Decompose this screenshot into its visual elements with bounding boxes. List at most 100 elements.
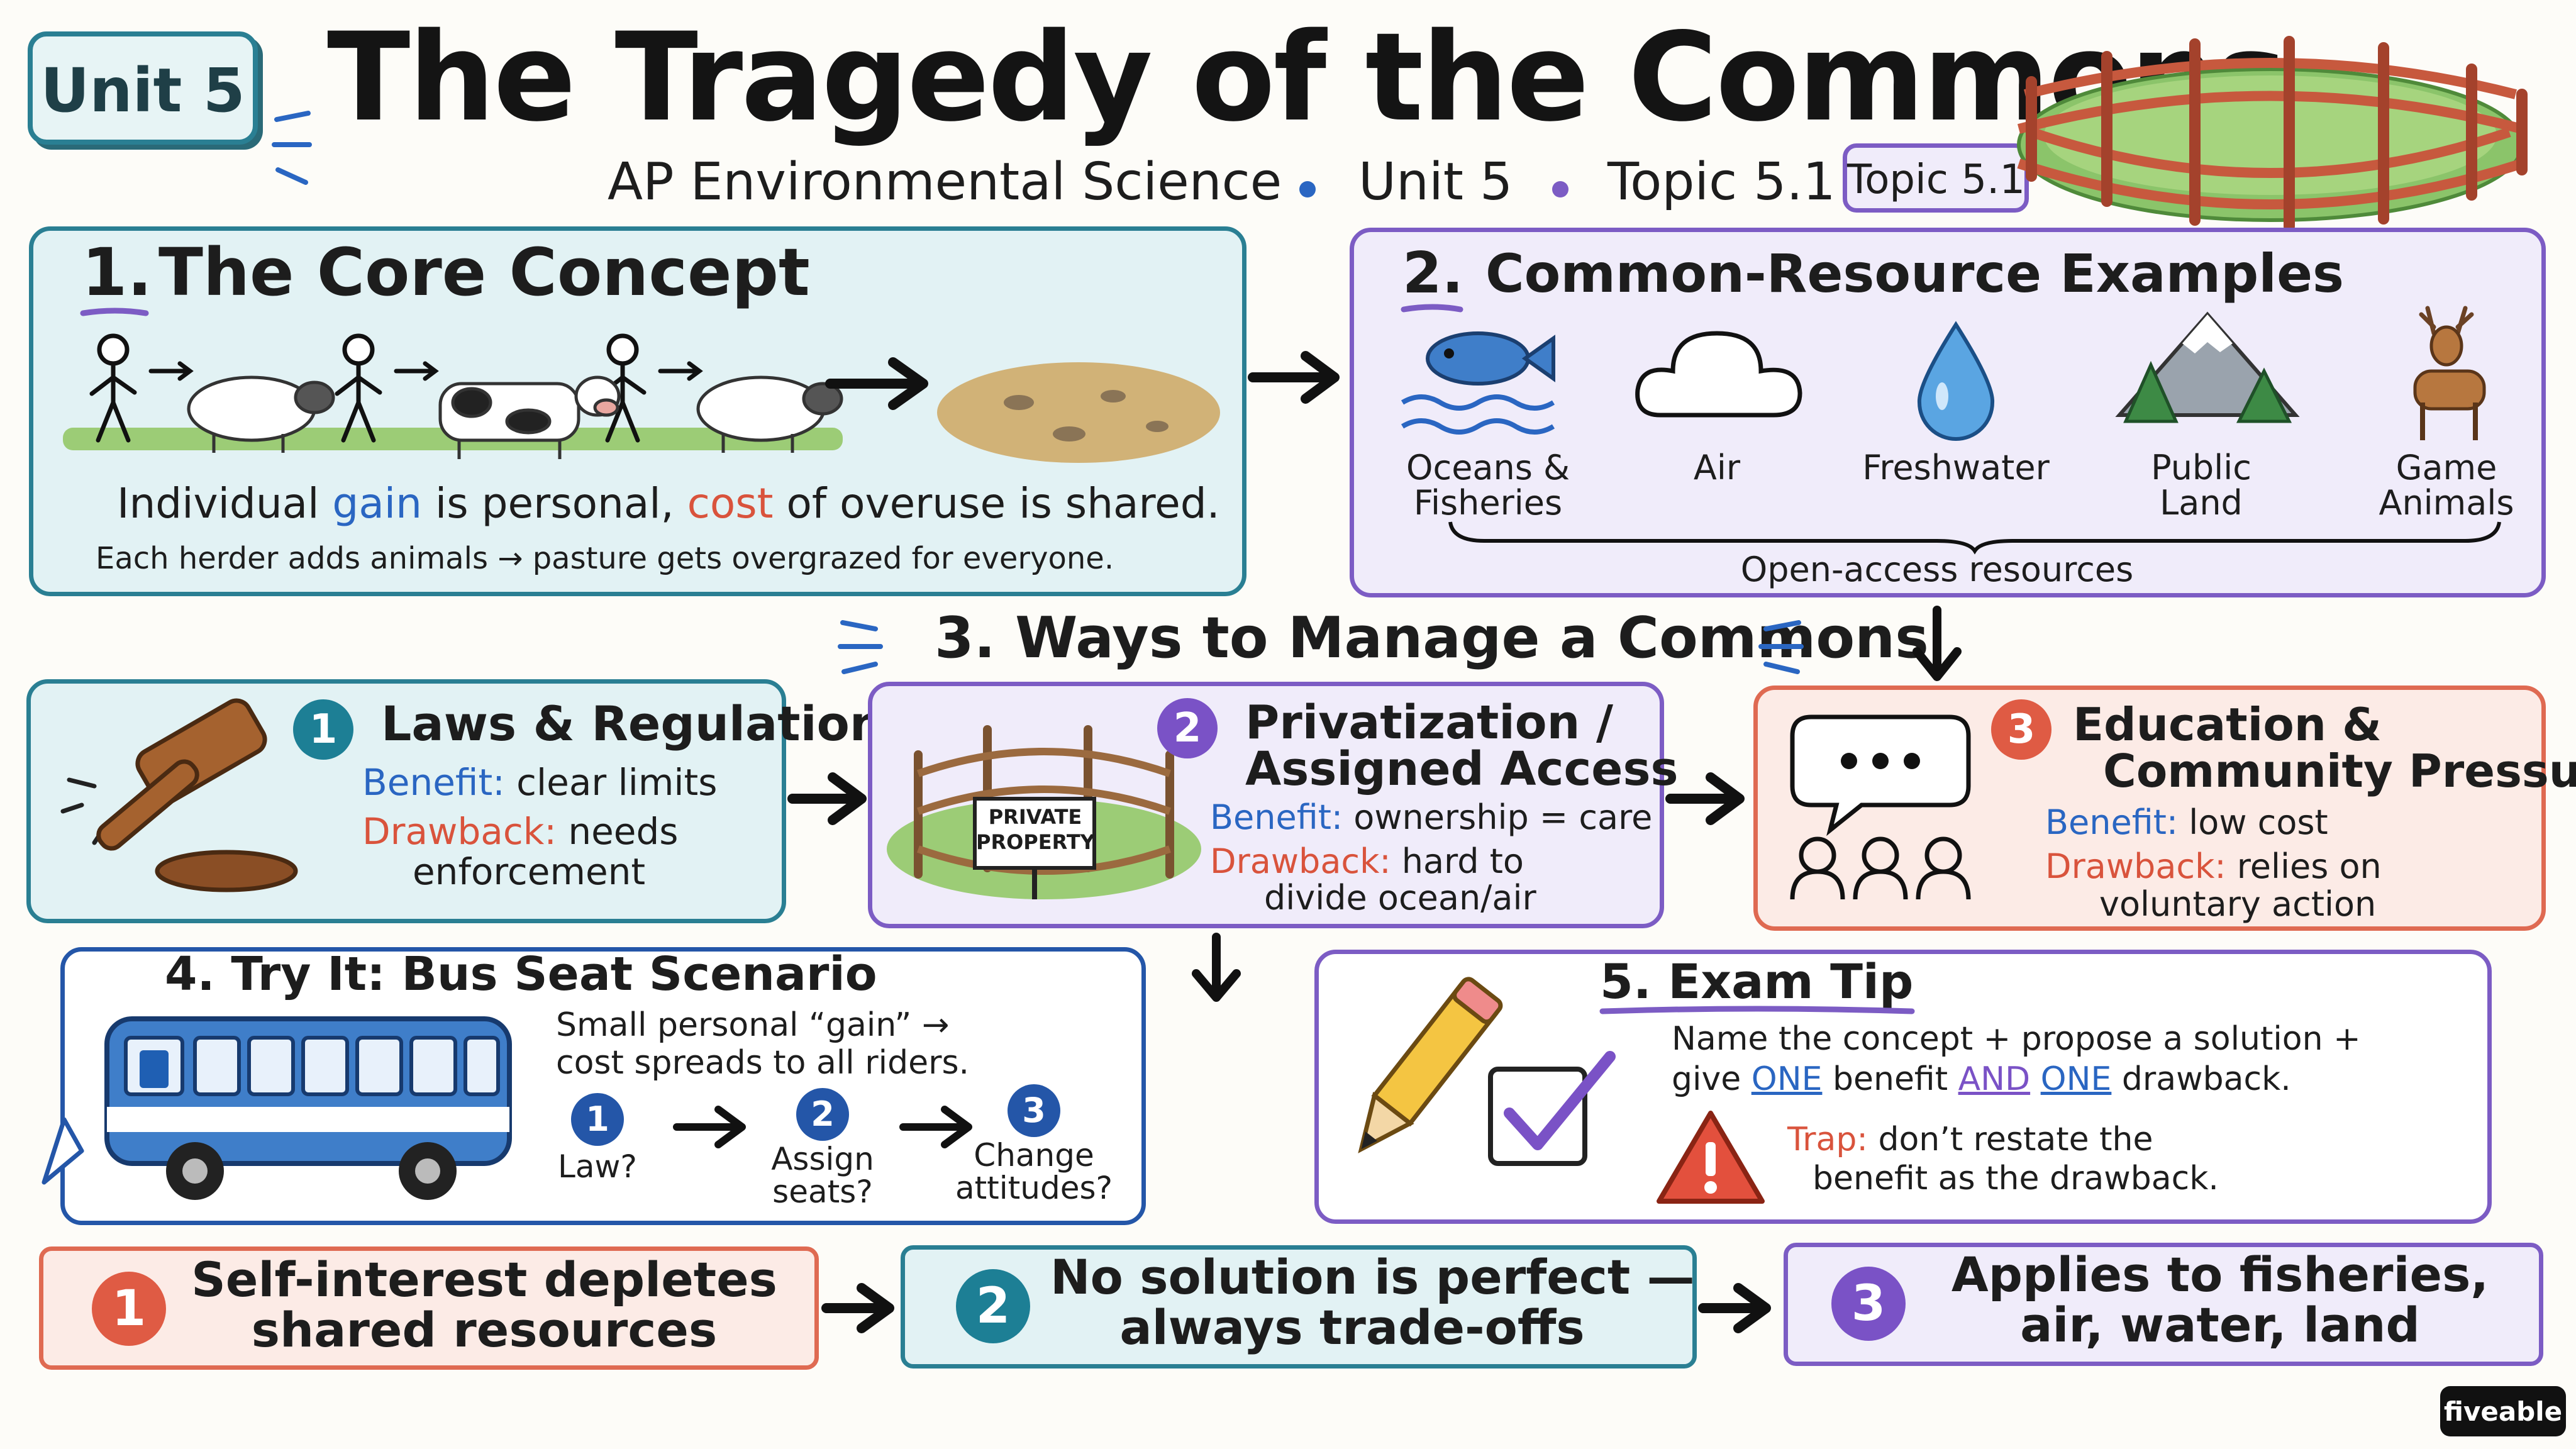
example-label: Freshwater [1862, 448, 2050, 487]
takeaway-text: No solution is perfect — [1050, 1249, 1695, 1305]
card-title: Assigned Access [1245, 742, 1679, 796]
grouping-brace [1448, 521, 2501, 555]
benefit-label: Benefit: [2045, 802, 2179, 842]
trap-text-cont: benefit as the drawback. [1813, 1160, 2219, 1197]
subtitle-unit: Unit 5 [1358, 152, 1513, 212]
to-overgrazed-arrow [825, 357, 928, 410]
flow-arrow-down [1913, 606, 1962, 681]
benefit-text: low cost [2189, 802, 2328, 842]
number-underline [80, 308, 149, 316]
brand-label: fiveable [2443, 1396, 2563, 1427]
cloud-icon [1635, 331, 1802, 418]
exam-tip-title: 5. Exam Tip [1600, 953, 1914, 1009]
drawback-text-cont: enforcement [413, 850, 646, 893]
takeaway-number-badge: 3 [1831, 1267, 1906, 1341]
example-label: Public [2151, 448, 2251, 487]
fenced-pasture-illustration [2017, 36, 2528, 232]
sign-text: PRIVATE [988, 805, 1082, 829]
tip-word: benefit [1832, 1060, 1948, 1098]
examples-number: 2. [1402, 240, 1463, 306]
example-label: Land [2160, 483, 2243, 523]
card-title: Education & [2073, 698, 2382, 751]
card-title: Privatization / [1245, 696, 1614, 750]
drawback-text-cont: voluntary action [2099, 884, 2377, 924]
cow-icon [438, 375, 621, 459]
trap-label: Trap: [1787, 1121, 1868, 1158]
takeaway-card [1784, 1243, 2543, 1366]
bullet-dot [1299, 181, 1316, 197]
number-underline [1401, 304, 1463, 313]
card-title: Laws & Regulations [381, 696, 913, 752]
deer-icon [2413, 306, 2486, 440]
trap-row: Trap: don’t restate the [1787, 1121, 2153, 1158]
try-it-title: 4. Try It: Bus Seat Scenario [165, 947, 877, 1001]
takeaway-number-badge: 2 [956, 1269, 1030, 1343]
page-title: The Tragedy of the Commons [327, 6, 2287, 148]
speech-tail [42, 1117, 84, 1185]
takeaway-text: shared resources [251, 1302, 718, 1358]
example-label: Fisheries [1413, 483, 1563, 523]
benefit-row: Benefit: ownership = care [1210, 797, 1652, 837]
statement-part: is personal, [435, 479, 674, 528]
brace-label: Open-access resources [1740, 550, 2134, 589]
benefit-label: Benefit: [362, 761, 505, 804]
flow-arrow [1665, 772, 1745, 825]
gavel-icon [60, 698, 298, 892]
checkbox-icon [1488, 1051, 1616, 1166]
trap-text: don’t restate the [1878, 1121, 2153, 1158]
takeaway-card [39, 1246, 819, 1370]
tip-emphasis: ONE [2040, 1060, 2112, 1098]
try-it-line: Small personal “gain” → [556, 1006, 950, 1044]
examples-title: Common-Resource Examples [1485, 243, 2345, 304]
example-label: Animals [2379, 483, 2514, 523]
tip-word: drawback. [2121, 1060, 2291, 1098]
example-label: Game [2396, 448, 2497, 487]
community-speech-icon [1790, 714, 1971, 900]
drawback-label: Drawback: [362, 810, 557, 853]
benefit-text: ownership = care [1353, 797, 1653, 837]
drawback-row: Drawback: relies on [2045, 847, 2382, 886]
flow-arrow [1248, 351, 1340, 404]
flow-arrow [1698, 1283, 1771, 1333]
cost-word: cost [687, 479, 774, 528]
core-concept-title: The Core Concept [158, 234, 810, 311]
takeaway-text: air, water, land [2020, 1297, 2420, 1353]
card-number-badge: 3 [1991, 699, 2051, 760]
warning-icon [1657, 1111, 1765, 1204]
bullet-dot [1552, 181, 1568, 197]
benefit-row: Benefit: clear limits [362, 761, 717, 804]
example-label: Air [1693, 448, 1741, 487]
drawback-text: hard to [1401, 841, 1524, 881]
exam-tip-line: Name the concept + propose a solution + [1672, 1020, 2361, 1058]
fish-icon [1401, 331, 1555, 435]
takeaway-card [901, 1245, 1697, 1368]
drawback-row: Drawback: hard to [1210, 841, 1524, 881]
manage-title: 3. Ways to Manage a Commons [935, 605, 1929, 671]
step-label: Assign [771, 1141, 874, 1177]
step-number-badge: 3 [1008, 1084, 1060, 1137]
sheep-icon [187, 375, 335, 453]
core-concept-number: 1. [82, 234, 152, 311]
try-it-line: cost spreads to all riders. [556, 1044, 970, 1082]
card-number-badge: 2 [1157, 698, 1218, 758]
drawback-text-cont: divide ocean/air [1264, 878, 1536, 918]
water-drop-icon [1917, 321, 1995, 441]
step-number-badge: 1 [571, 1093, 624, 1146]
title-underline [1599, 1006, 1915, 1014]
drawback-row: Drawback: needs [362, 810, 678, 853]
example-label: Oceans & [1406, 448, 1570, 487]
topic-tag-label: Topic 5.1 [1847, 157, 2026, 203]
pencil-icon [1358, 977, 1503, 1153]
sheep-icon [696, 375, 843, 453]
subtitle-course: AP Environmental Science [608, 152, 1282, 212]
spark-marks [838, 620, 883, 674]
flow-arrow-down [1192, 933, 1241, 1002]
spark-marks-left [272, 111, 312, 185]
step-number-badge: 2 [796, 1088, 849, 1141]
benefit-text: clear limits [516, 761, 718, 804]
unit-badge-label: Unit 5 [40, 55, 245, 126]
takeaway-number-badge: 1 [92, 1272, 166, 1346]
spark-marks [1758, 620, 1804, 674]
step-arrow [673, 1106, 746, 1148]
benefit-label: Benefit: [1210, 797, 1343, 837]
